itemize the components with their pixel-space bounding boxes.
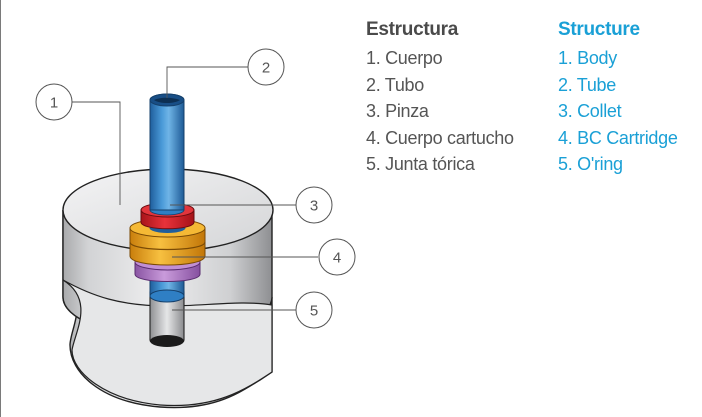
legend-spanish-item: 3. Pinza xyxy=(366,101,429,121)
legend-spanish-list: 1. Cuerpo 2. Tubo 3. Pinza 4. Cuerpo car… xyxy=(366,45,514,178)
callout-2: 2 xyxy=(247,48,285,86)
callout-3: 3 xyxy=(295,186,333,224)
svg-text:1: 1 xyxy=(50,95,58,112)
left-border-line xyxy=(0,0,1,417)
legend-spanish-item: 2. Tubo xyxy=(366,74,424,95)
legend-english-item: 4. BC Cartridge xyxy=(558,127,678,148)
legend-spanish-item: 4. Cuerpo cartucho xyxy=(366,127,514,148)
svg-text:3: 3 xyxy=(310,198,318,215)
svg-text:2: 2 xyxy=(262,60,270,77)
push-fit-fitting-diagram: 1 2 3 4 5 xyxy=(35,48,356,409)
legend-english-item: 2. Tube xyxy=(558,74,616,95)
legend-english-item: 3. Collet xyxy=(558,101,622,121)
legend-english-heading: Structure xyxy=(558,19,640,40)
legend-english-item: 1. Body xyxy=(558,48,617,68)
legend-spanish-heading: Estructura xyxy=(366,19,459,40)
legend-english-list: 1. Body 2. Tube 3. Collet 4. BC Cartridg… xyxy=(558,45,678,178)
legend-english-item: 5. O'ring xyxy=(558,154,623,174)
legend-spanish-item: 1. Cuerpo xyxy=(366,48,443,68)
svg-text:4: 4 xyxy=(333,250,341,267)
leader-lines xyxy=(72,66,318,311)
svg-text:5: 5 xyxy=(310,303,318,320)
callout-1: 1 xyxy=(35,83,73,121)
callout-5: 5 xyxy=(295,291,333,329)
legend-spanish: Estructura 1. Cuerpo 2. Tubo 3. Pinza 4.… xyxy=(366,18,514,178)
callout-4: 4 xyxy=(318,238,356,276)
legend-spanish-item: 5. Junta tórica xyxy=(366,154,475,174)
legend-english: Structure 1. Body 2. Tube 3. Collet 4. B… xyxy=(558,18,678,178)
collet xyxy=(140,93,195,230)
